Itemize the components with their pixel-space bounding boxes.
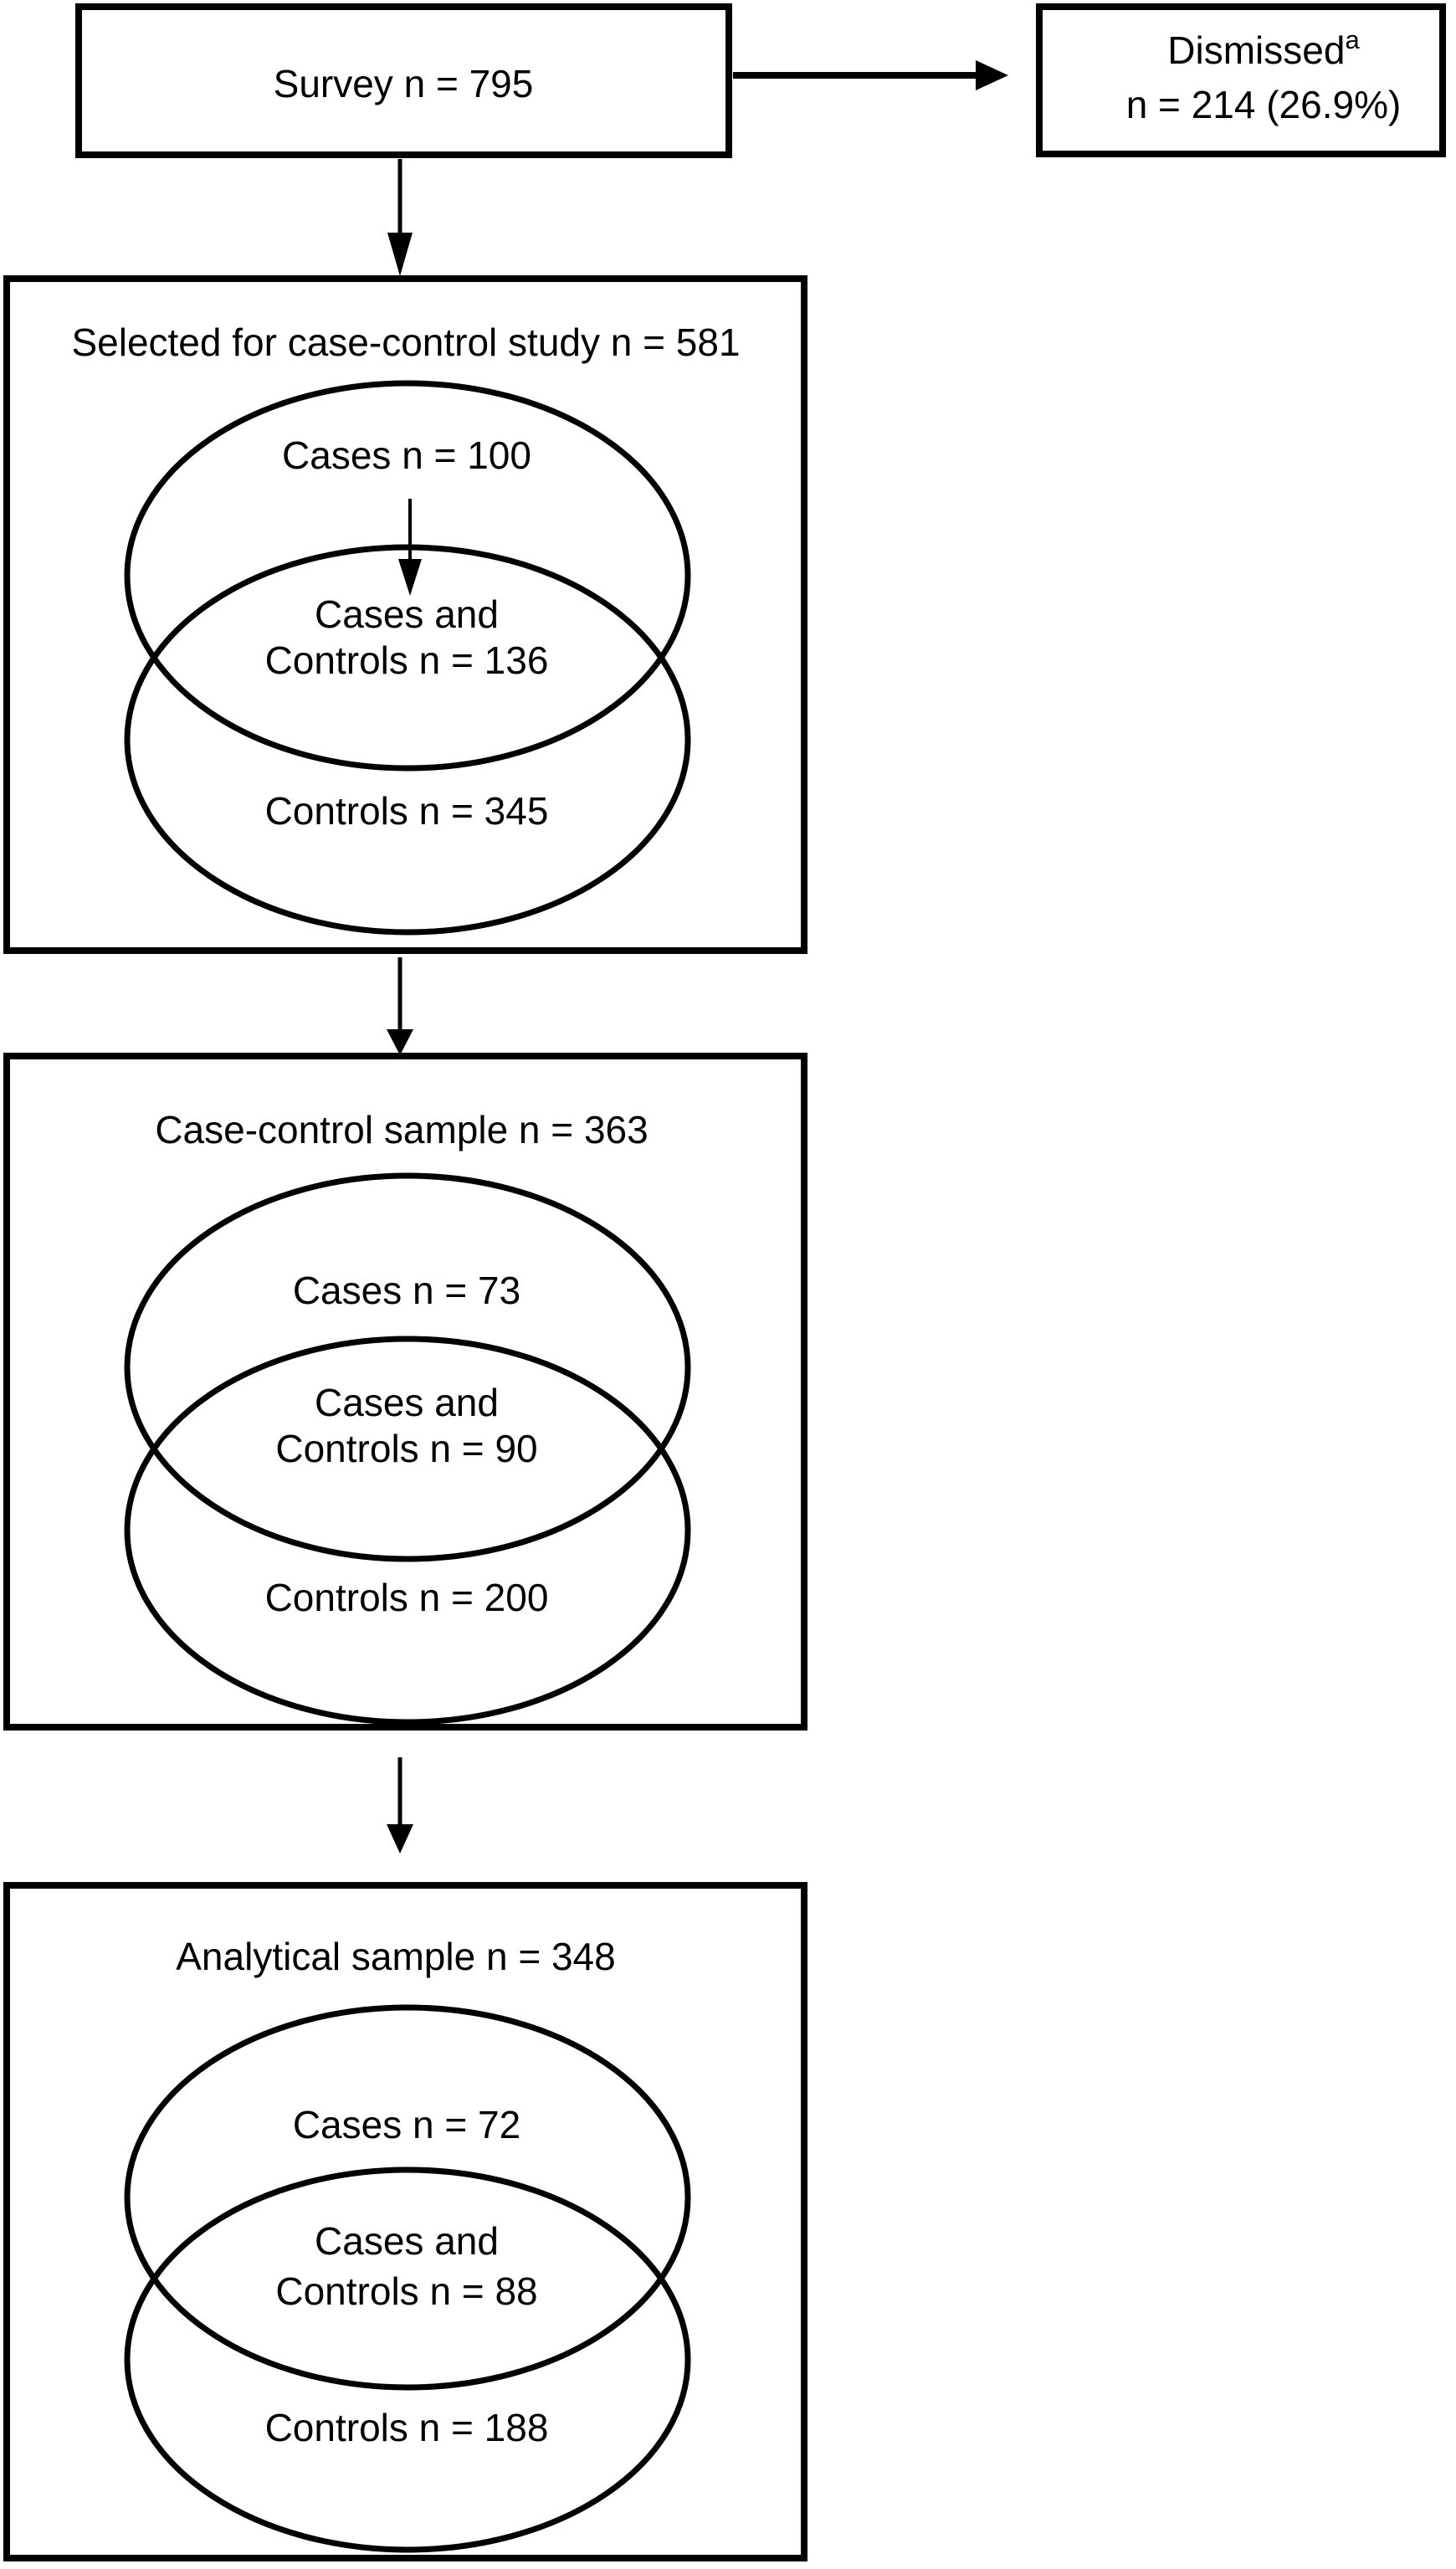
- case-control-node: Case-control sample n = 363 Cases n = 73…: [3, 1053, 807, 1731]
- selected-overlap-line2: Controls n = 136: [265, 638, 549, 682]
- dismissed-label-base: Dismissed: [1167, 28, 1345, 72]
- arrow-down-3-head: [387, 1824, 413, 1854]
- selected-overlap-line1: Cases and: [315, 592, 499, 636]
- case-control-title: Case-control sample n = 363: [155, 1108, 648, 1151]
- case-control-cases-label: Cases n = 73: [293, 1269, 520, 1312]
- dismissed-superscript: a: [1345, 25, 1360, 54]
- case-control-controls-ellipse: [124, 1336, 691, 1725]
- dismissed-label: Dismisseda: [1167, 25, 1360, 72]
- case-control-controls-label: Controls n = 200: [265, 1576, 549, 1619]
- dismissed-node: Dismisseda n = 214 (26.9%): [1036, 3, 1446, 157]
- inner-arrow-head: [398, 559, 422, 596]
- arrow-down-2-head: [387, 1029, 413, 1055]
- analytical-title: Analytical sample n = 348: [176, 1935, 615, 1978]
- survey-box: [75, 3, 732, 158]
- analytical-controls-label: Controls n = 188: [265, 2406, 549, 2449]
- analytical-controls-ellipse: [124, 2166, 691, 2553]
- analytical-overlap-line1: Cases and: [315, 2219, 499, 2263]
- selected-title: Selected for case-control study n = 581: [71, 320, 740, 364]
- arrow-selected-to-sample: [387, 957, 413, 1055]
- survey-label: Survey n = 795: [274, 62, 534, 105]
- dismissed-box: [1036, 3, 1446, 157]
- selected-cases-ellipse: [124, 380, 691, 772]
- selected-cases-label: Cases n = 100: [282, 433, 531, 477]
- arrow-right-head: [976, 60, 1008, 90]
- analytical-overlap-line2: Controls n = 88: [275, 2269, 537, 2313]
- arrow-sample-to-analytical: [387, 1757, 413, 1854]
- analytical-cases-label: Cases n = 72: [293, 2103, 520, 2146]
- case-control-cases-ellipse: [124, 1172, 691, 1562]
- arrow-cases-to-overlap: [398, 499, 422, 596]
- analytical-box: [3, 1882, 807, 2561]
- analytical-node: Analytical sample n = 348 Cases n = 72 C…: [3, 1882, 807, 2561]
- analytical-cases-ellipse: [124, 2004, 691, 2391]
- arrow-survey-to-selected: [387, 159, 413, 276]
- arrow-survey-to-dismissed: [733, 60, 1008, 90]
- case-control-box: [3, 1053, 807, 1731]
- case-control-overlap-line1: Cases and: [315, 1381, 499, 1424]
- selected-node: Selected for case-control study n = 581 …: [3, 275, 807, 954]
- case-control-overlap-line2: Controls n = 90: [275, 1427, 537, 1470]
- arrow-down-1-head: [387, 233, 413, 276]
- selected-box: [3, 275, 807, 954]
- selected-controls-label: Controls n = 345: [265, 789, 549, 833]
- selected-controls-ellipse: [124, 544, 691, 936]
- survey-node: Survey n = 795: [75, 3, 732, 158]
- dismissed-value: n = 214 (26.9%): [1126, 83, 1402, 126]
